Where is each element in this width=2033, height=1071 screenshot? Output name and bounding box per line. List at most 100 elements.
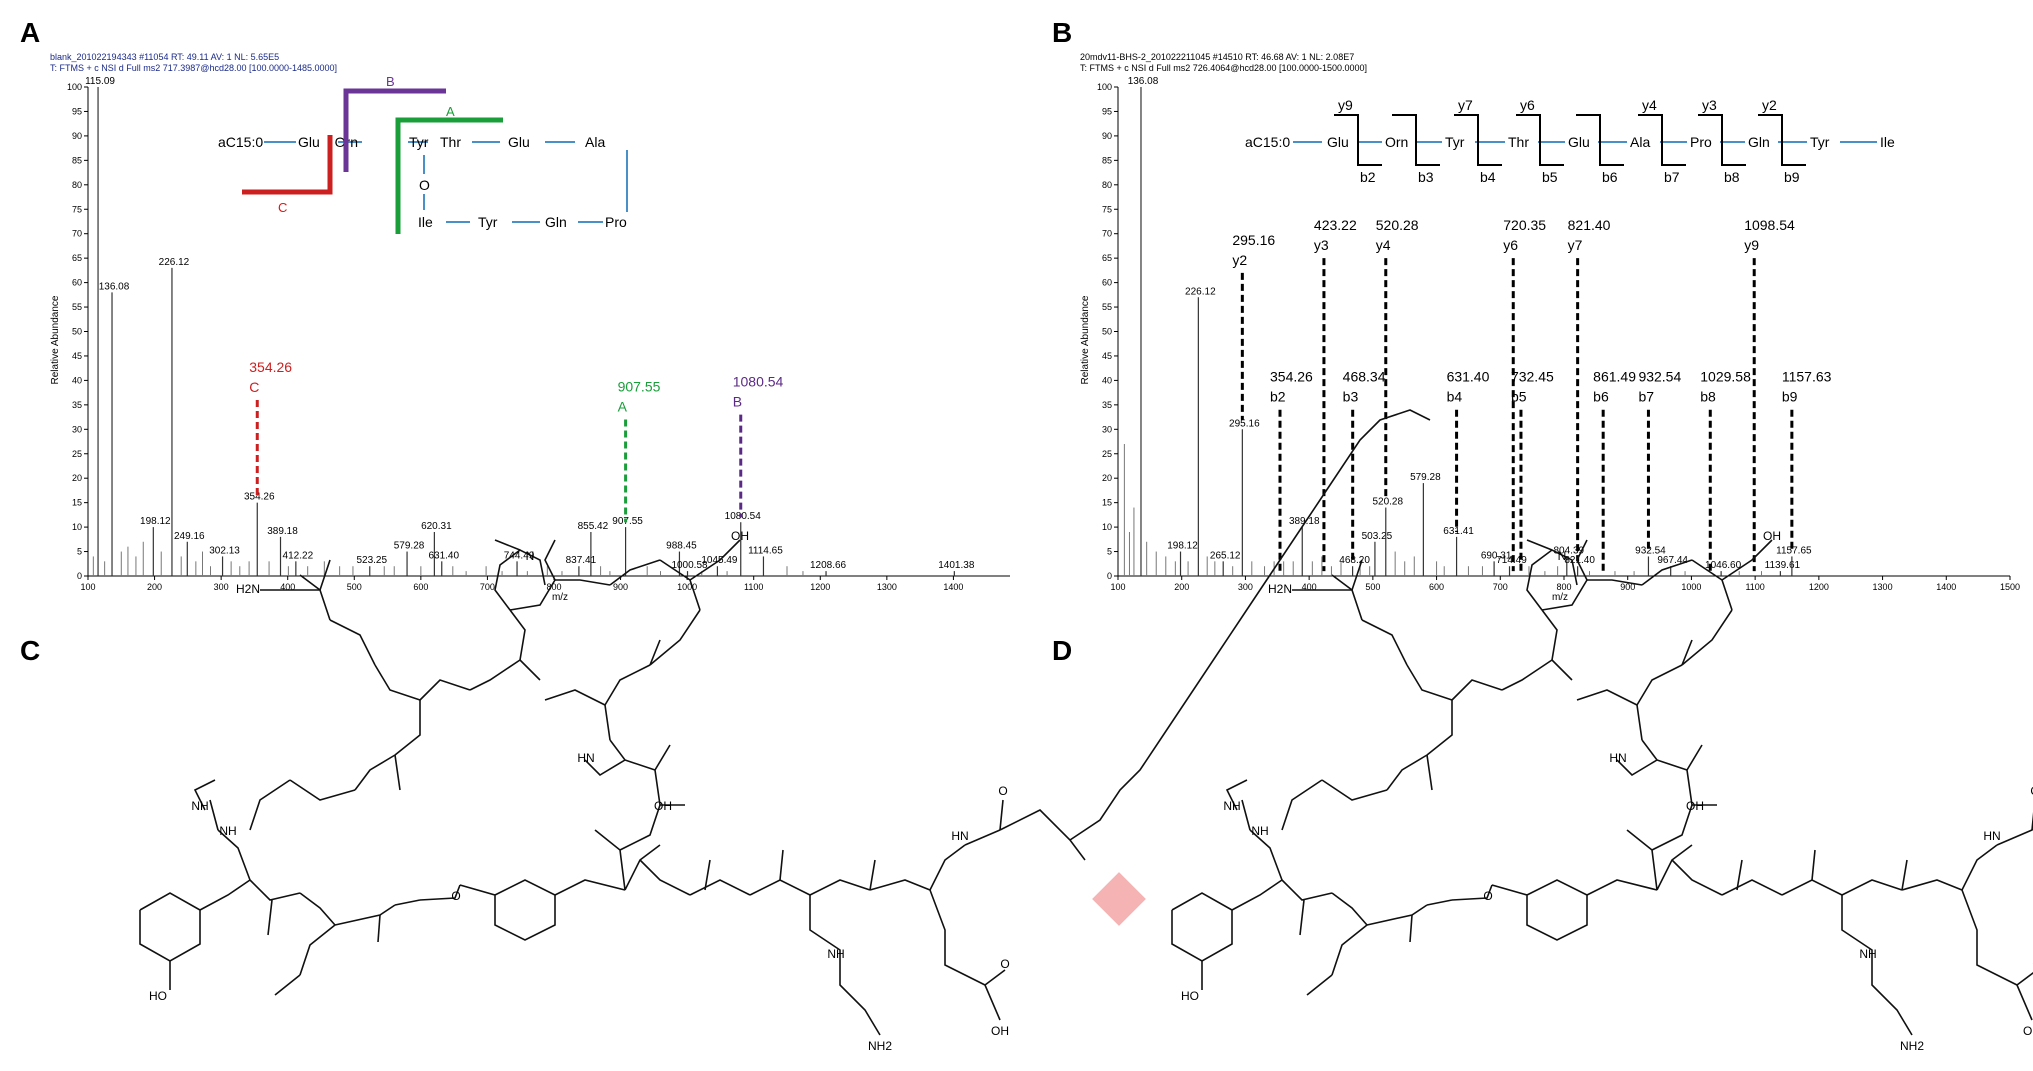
bond: [604, 664, 651, 706]
atom-label: NH: [1223, 799, 1240, 813]
fragment-mass: 295.16: [1232, 232, 1275, 248]
peak-label: 520.28: [1372, 497, 1403, 508]
fragment-mass: 720.35: [1503, 217, 1546, 233]
bond: [1541, 579, 1588, 611]
bond: [1331, 892, 1368, 926]
bond: [1636, 664, 1683, 706]
y-tick-label: 70: [72, 229, 82, 239]
y-tick-label: 65: [72, 253, 82, 263]
x-tick-label: 100: [80, 582, 95, 592]
bond: [1656, 844, 1693, 891]
bond: [1501, 659, 1553, 691]
bond: [639, 859, 691, 896]
bond: [584, 759, 626, 777]
spectrum-b-xlabel: m/z: [1552, 592, 1568, 603]
scheme-a-residue: Ala: [585, 134, 605, 150]
b-ion-label: b7: [1664, 169, 1680, 185]
bond: [1721, 879, 1783, 896]
panel-letter-b: B: [1052, 17, 1072, 48]
bond: [1171, 892, 1233, 962]
fragment-mass: 861.49: [1593, 369, 1636, 385]
bond: [1331, 574, 1363, 621]
bond: [1426, 899, 1453, 906]
y-tick-label: 35: [1102, 400, 1112, 410]
cut-label-b: B: [386, 74, 395, 89]
fragment-mass: 354.26: [249, 359, 292, 375]
bond: [1587, 579, 1643, 586]
bond: [217, 829, 251, 881]
bond: [1231, 879, 1283, 911]
atom-label: OH: [2023, 1024, 2033, 1038]
x-tick-label: 800: [1556, 582, 1571, 592]
bond: [1541, 609, 1558, 661]
bond: [689, 539, 741, 581]
y-tick-label: 15: [72, 498, 82, 508]
y-tick-label: 20: [1102, 473, 1112, 483]
b-ion-label: b5: [1542, 169, 1558, 185]
fragment-tag: b2: [1270, 389, 1286, 405]
bond: [869, 879, 931, 891]
y-tick-label: 15: [1102, 498, 1112, 508]
bond: [1406, 664, 1453, 701]
bond: [299, 574, 331, 621]
y-tick-label: 75: [72, 204, 82, 214]
panel-letter-d: D: [1052, 635, 1072, 666]
x-tick-label: 700: [480, 582, 495, 592]
peak-label: 265.12: [1210, 550, 1241, 561]
y-tick-label: 40: [72, 375, 82, 385]
bond: [1901, 879, 1963, 891]
atom-label: HN: [951, 829, 968, 843]
bond: [249, 779, 291, 831]
fragment-tag: y2: [1232, 252, 1247, 268]
cleavage-mark: [1454, 114, 1502, 166]
scheme-a-residue: Pro: [605, 214, 627, 230]
fragment-mass: 732.45: [1511, 369, 1554, 385]
spectrum-b-header-1: 20mdv11-BHS-2_201022211045 #14510 RT: 46…: [1080, 52, 1354, 62]
bond: [1069, 409, 1431, 841]
bond: [1366, 904, 1428, 926]
scheme-a: aC15:0 Glu Orn Tyr Thr Glu Ala Ile Tyr G…: [218, 74, 628, 234]
bond: [1241, 799, 1251, 831]
fragment-tag: A: [618, 399, 628, 415]
atom-label: OH: [1763, 529, 1781, 543]
x-tick-label: 700: [1493, 582, 1508, 592]
bond: [1686, 744, 1703, 806]
bond: [394, 700, 421, 756]
y-tick-label: 20: [72, 473, 82, 483]
fragment-tag: b6: [1593, 389, 1609, 405]
bond: [1526, 549, 1578, 611]
b-ion-label: b9: [1784, 169, 1800, 185]
y-tick-label: 90: [1102, 131, 1112, 141]
scheme-a-residue: Ile: [418, 214, 433, 230]
scheme-a-residue: Tyr: [478, 214, 498, 230]
spectrum-a-xlabel: m/z: [552, 592, 568, 603]
bond: [1409, 914, 1413, 943]
x-tick-label: 900: [1620, 582, 1635, 592]
spectrum-a: 0510152025303540455055606570758085909510…: [50, 76, 1010, 603]
scheme-b-residue: Glu: [1568, 134, 1590, 150]
fragment-tag: y7: [1568, 237, 1583, 253]
atom-label: O: [1000, 957, 1009, 971]
fragment-tag: y9: [1744, 237, 1759, 253]
cleavage-mark: [1576, 114, 1624, 166]
scheme-a-residue: Gln: [545, 214, 567, 230]
scheme-a-head: aC15:0: [218, 134, 263, 150]
bond: [209, 799, 219, 831]
x-tick-label: 1000: [1681, 582, 1701, 592]
bond: [139, 892, 201, 962]
x-tick-label: 100: [1110, 582, 1125, 592]
y-tick-label: 0: [77, 571, 82, 581]
x-tick-label: 900: [613, 582, 628, 592]
peak-label: 631.41: [1443, 526, 1474, 537]
x-tick-label: 300: [214, 582, 229, 592]
x-tick-label: 600: [413, 582, 428, 592]
bond: [1841, 895, 1913, 1036]
bond: [929, 844, 966, 891]
bond: [1576, 689, 1638, 706]
atom-label: HO: [1181, 989, 1199, 1003]
peak-label: 523.25: [356, 555, 387, 566]
y-tick-label: 10: [72, 522, 82, 532]
peak-label: 855.42: [578, 521, 609, 532]
bond: [1576, 539, 1588, 581]
